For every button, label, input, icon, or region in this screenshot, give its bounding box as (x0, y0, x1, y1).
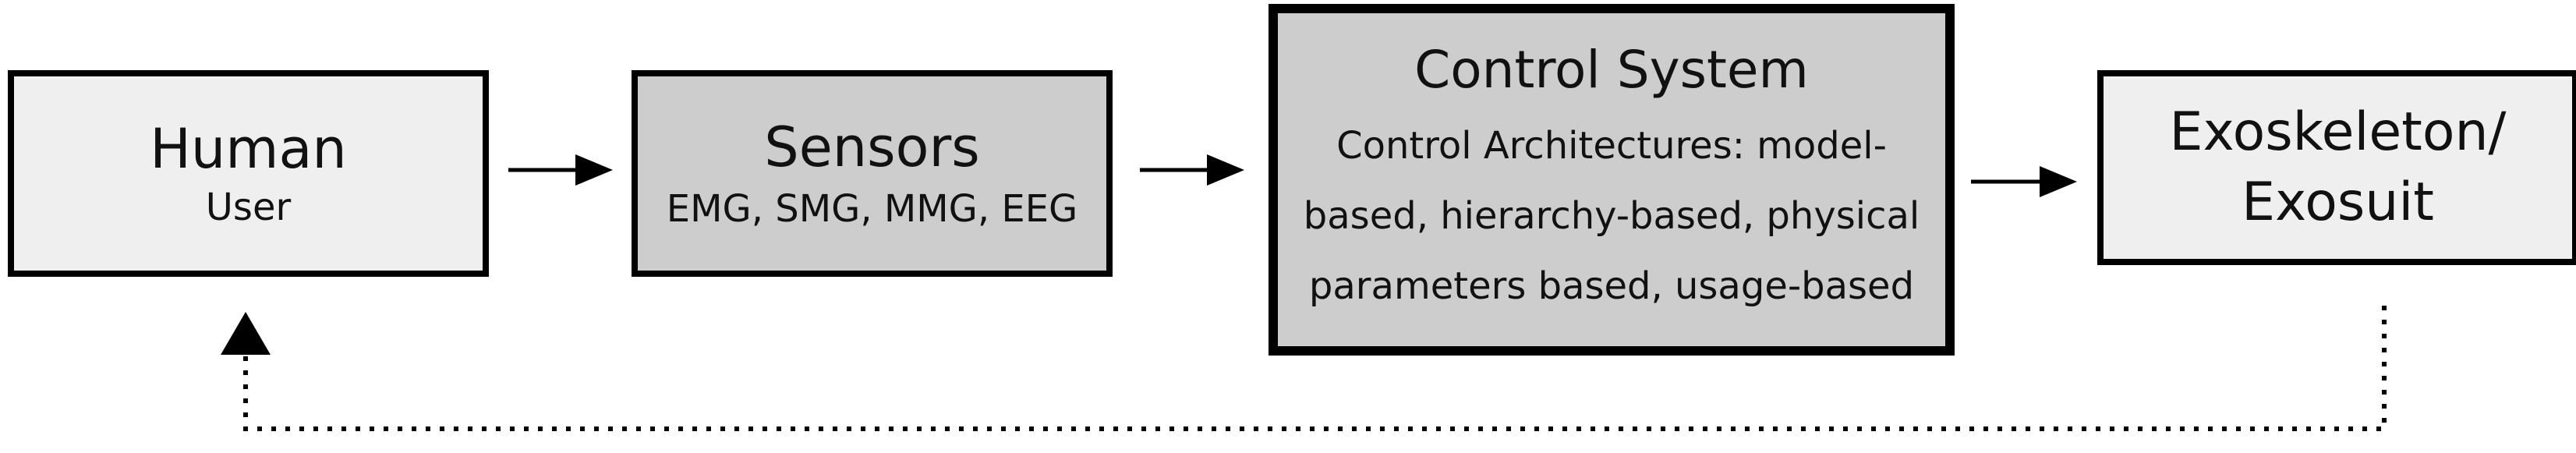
sensors-title: Sensors (764, 115, 980, 179)
arrow-human-to-sensors (508, 154, 613, 186)
feedback-loop-dotted (221, 306, 2387, 431)
sensors-subtitle: EMG, SMG, MMG, EEG (666, 187, 1078, 232)
control-system-description-line: based, hierarchy-based, physical (1303, 193, 1920, 238)
feedback-arrowhead (221, 312, 271, 355)
exoskeleton-title-line: Exoskeleton/ (2169, 101, 2507, 163)
arrow-control-to-exoskeleton (1971, 166, 2077, 197)
exoskeleton-title-line: Exosuit (2242, 172, 2434, 233)
exoskeleton-box: Exoskeleton/ Exosuit (2097, 70, 2576, 265)
sensors-box: Sensors EMG, SMG, MMG, EEG (632, 70, 1113, 277)
control-system-title: Control System (1414, 40, 1809, 101)
human-subtitle: User (205, 186, 292, 230)
control-system-description-line: parameters based, usage-based (1308, 264, 1915, 308)
human-title: Human (150, 116, 347, 181)
control-system-box: Control System Control Architectures: mo… (1269, 4, 1955, 356)
arrow-sensors-to-control (1140, 154, 1244, 186)
human-box: Human User (8, 70, 489, 277)
control-system-description: Control Architectures: model- based, hie… (1304, 111, 1920, 321)
control-system-description-line: Control Architectures: model- (1336, 123, 1887, 168)
